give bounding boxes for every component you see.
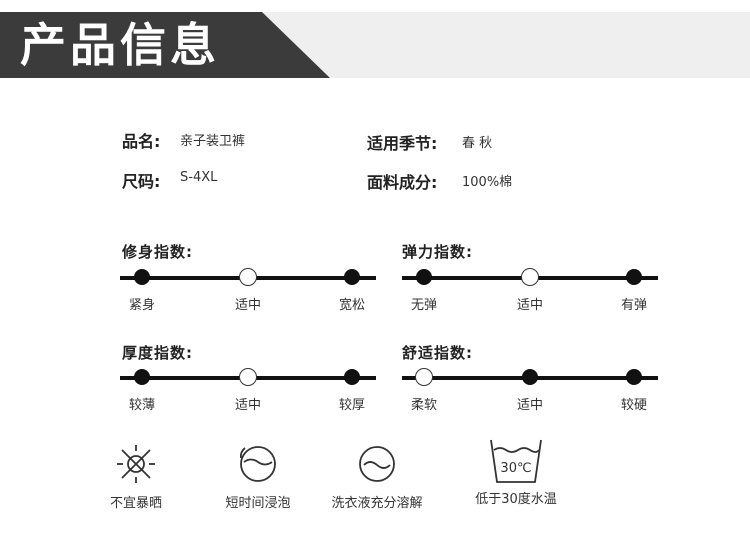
care-label-wash-30: 低于30度水温 <box>475 492 557 507</box>
elasticity-tick-left: 无弹 <box>410 298 437 313</box>
detergent-icon <box>359 446 395 482</box>
scale-dot-right <box>344 369 360 385</box>
fit-scale-title: 修身指数: <box>122 243 193 261</box>
fabric-label: 面料成分: <box>367 173 438 192</box>
season-value: 春 秋 <box>462 136 493 151</box>
scale-dot-left <box>134 269 150 285</box>
elasticity-scale-title: 弹力指数: <box>402 243 473 261</box>
size-label: 尺码: <box>122 172 161 191</box>
comfort-scale <box>402 368 658 388</box>
thickness-tick-middle: 适中 <box>234 398 261 413</box>
care-label-short-soak: 短时间浸泡 <box>225 496 291 511</box>
fit-scale <box>120 268 376 288</box>
scale-dot-middle <box>522 369 538 385</box>
elasticity-tick-right: 有弹 <box>620 298 647 313</box>
comfort-tick-right: 较硬 <box>620 398 647 413</box>
name-value: 亲子装卫裤 <box>180 134 246 149</box>
elasticity-tick-middle: 适中 <box>516 298 543 313</box>
season-label: 适用季节: <box>367 134 438 153</box>
short-soak-icon <box>239 446 276 482</box>
scale-dot-selected <box>239 368 257 386</box>
thickness-scale <box>120 368 376 388</box>
scale-dot-selected <box>415 368 433 386</box>
comfort-scale-title: 舒适指数: <box>402 344 473 362</box>
elasticity-scale <box>402 268 658 288</box>
fabric-value: 100%棉 <box>462 175 513 190</box>
fit-tick-right: 宽松 <box>338 298 365 313</box>
section-header: 产品信息 <box>0 0 750 78</box>
name-label: 品名: <box>122 132 161 151</box>
wash-temp-text: 30℃ <box>500 461 531 476</box>
scale-dot-left <box>134 369 150 385</box>
header-title: 产品信息 <box>20 18 220 72</box>
comfort-tick-middle: 适中 <box>516 398 543 413</box>
care-label-no-sun: 不宜暴晒 <box>109 496 162 511</box>
comfort-tick-left: 柔软 <box>410 398 437 413</box>
scale-dot-selected <box>239 268 257 286</box>
care-wash-30: 30℃ 低于30度水温 <box>446 436 586 507</box>
care-detergent: 洗衣液充分溶解 <box>307 442 447 511</box>
thickness-tick-right: 较厚 <box>338 398 365 413</box>
scale-dot-left <box>416 269 432 285</box>
care-short-soak: 短时间浸泡 <box>188 442 328 511</box>
thickness-scale-title: 厚度指数: <box>122 344 193 362</box>
scale-dot-right <box>626 269 642 285</box>
scale-dot-selected <box>521 268 539 286</box>
scale-dot-right <box>626 369 642 385</box>
size-value: S-4XL <box>180 170 218 185</box>
care-label-detergent: 洗衣液充分溶解 <box>331 496 423 511</box>
thickness-tick-left: 较薄 <box>128 398 155 413</box>
wash-30-icon: 30℃ <box>490 439 542 483</box>
scale-dot-right <box>344 269 360 285</box>
no-sun-icon <box>117 445 155 483</box>
care-no-sun: 不宜暴晒 <box>66 442 206 511</box>
fit-tick-middle: 适中 <box>234 298 261 313</box>
fit-tick-left: 紧身 <box>128 298 155 313</box>
